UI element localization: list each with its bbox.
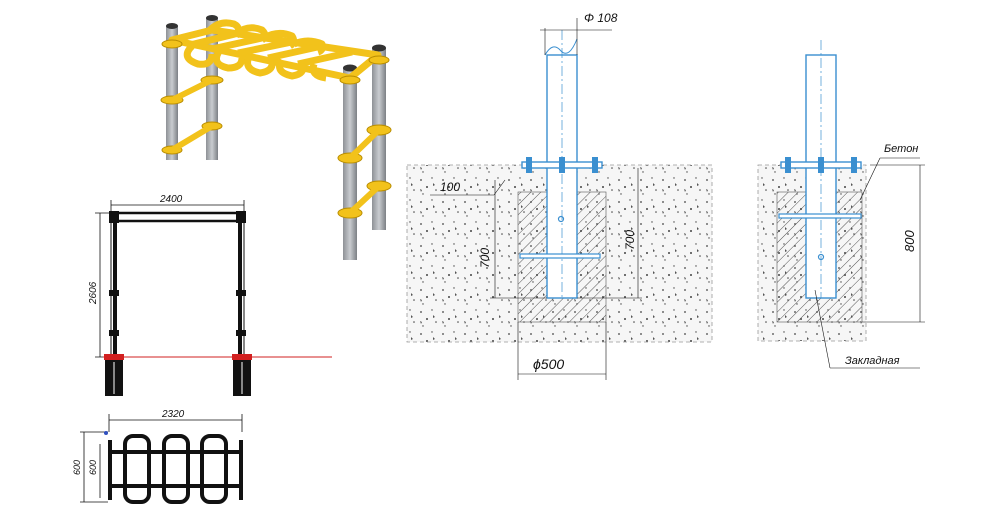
top-depth-outer-label: 600 (72, 460, 82, 475)
post-back-left (166, 26, 178, 160)
concrete-label: Бетон (884, 143, 918, 155)
monkey-bars-3d-illustration (160, 15, 392, 260)
embedded-part-label: Закладная (845, 355, 900, 367)
foundation-section-2: Бетон 800 Закладная (757, 40, 925, 369)
front-height-label: 2606 (88, 281, 99, 305)
post-front-right (372, 48, 386, 230)
foundation-section-1: Φ 108 100 700 700 ϕ500 (406, 11, 713, 380)
top-width-label: 2320 (161, 409, 185, 420)
depth-left-label: 700 (478, 248, 492, 268)
pit-diameter-label: ϕ500 (533, 356, 564, 372)
pipe-diameter-label: Φ 108 (584, 11, 618, 25)
post-front-left (343, 68, 357, 260)
depth-right-label: 700 (623, 230, 637, 250)
yellow-ladder (168, 19, 382, 82)
top-depth-inner-label: 600 (88, 460, 98, 475)
top-view: 2320 600 600 (72, 409, 243, 504)
top-offset-label: 100 (440, 180, 460, 194)
front-view: 2400 2606 (88, 194, 332, 396)
front-width-label: 2400 (159, 194, 183, 205)
depth-800-label: 800 (902, 230, 917, 252)
